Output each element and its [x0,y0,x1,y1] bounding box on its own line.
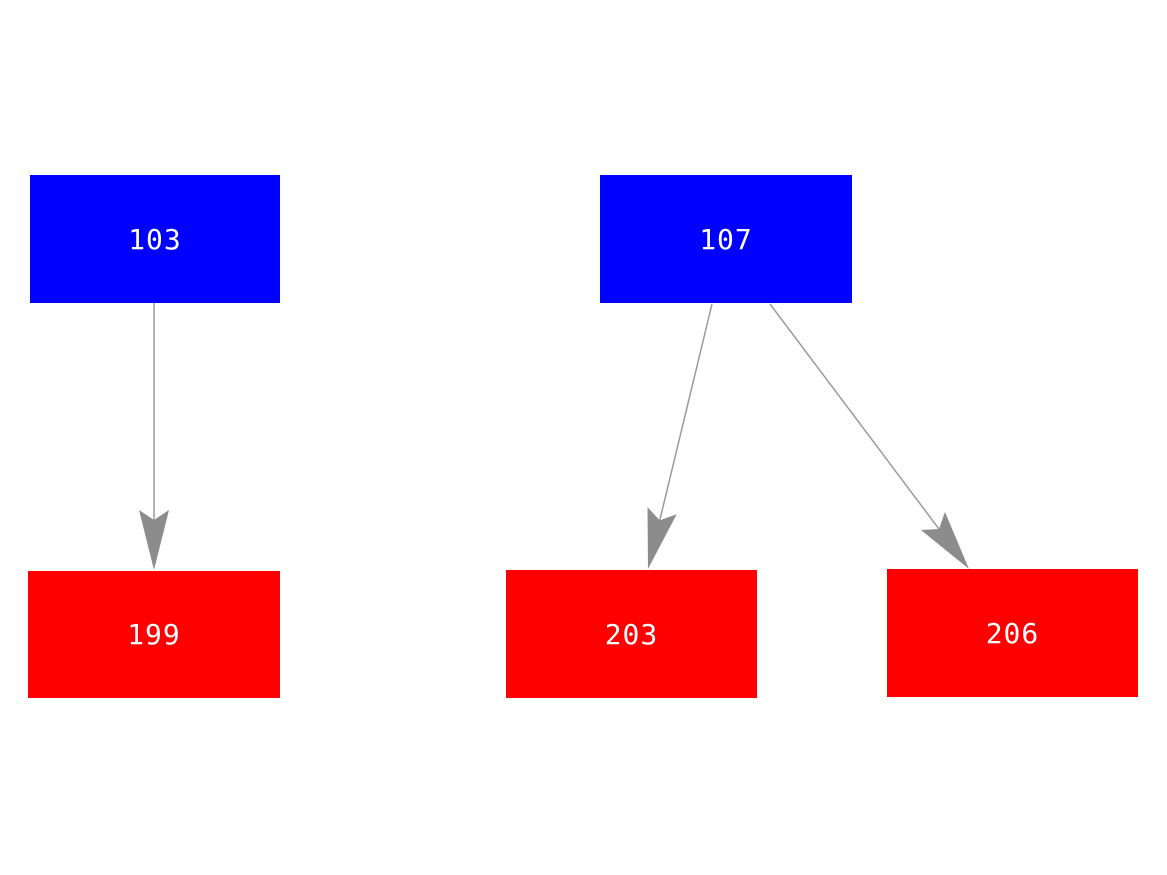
arrowhead-icon [139,510,169,570]
edge-103-199 [139,303,169,570]
graph-node-206: 206 [887,569,1138,697]
arrowhead-icon [920,512,969,569]
edge-line [659,303,713,521]
graph-node-107: 107 [600,175,852,303]
graph-node-203: 203 [506,570,757,698]
graph-node-103: 103 [30,175,280,303]
edge-107-206 [769,303,969,569]
node-label: 199 [127,618,181,651]
node-label: 203 [604,617,659,651]
node-label: 103 [128,222,182,256]
edge-107-203 [647,303,713,569]
node-label: 107 [699,222,753,256]
node-label: 206 [985,616,1040,650]
edge-line [769,303,940,530]
arrowhead-icon [647,507,677,569]
graph-node-199: 199 [28,571,280,698]
